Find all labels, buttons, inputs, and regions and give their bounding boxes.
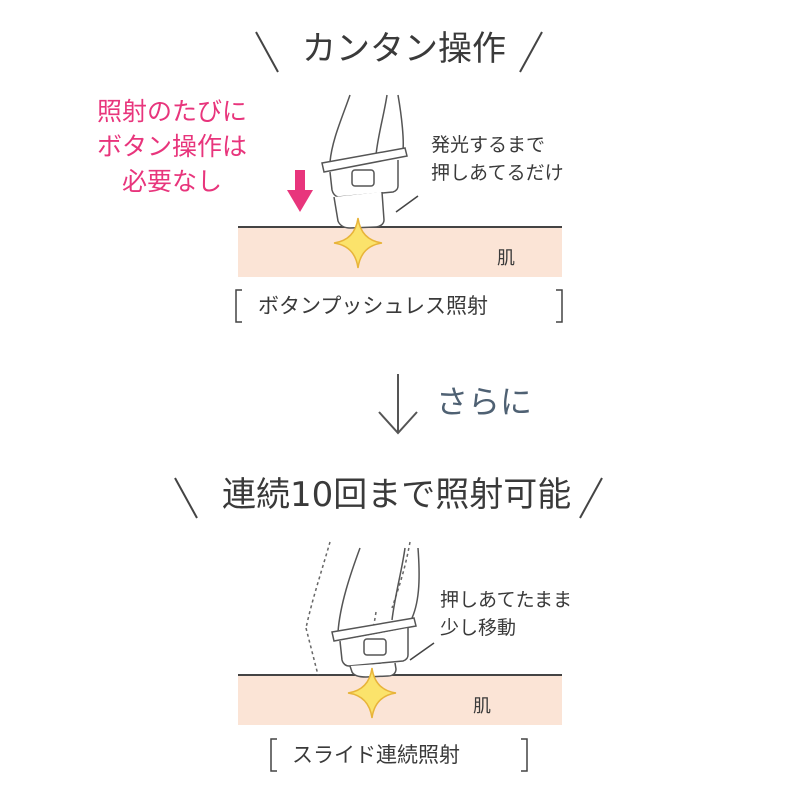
caption-slide: スライド連続照射	[292, 743, 460, 767]
note-line: 発光するまで	[431, 134, 546, 156]
transition-label: さらに	[436, 383, 533, 421]
note-line: 押しあてたまま	[440, 589, 573, 611]
heading2-right-slash	[579, 477, 603, 519]
device-sliding-icon	[331, 547, 435, 678]
heading-continuous-10: 連続10回まで照射可能	[222, 475, 572, 515]
heading-easy-operation: カンタン操作	[302, 29, 506, 69]
press-arrow-icon	[287, 170, 313, 212]
no-button-note-line: ボタン操作は	[96, 132, 247, 161]
skin-label: 肌	[497, 248, 515, 269]
heading2-left-slash	[174, 477, 198, 519]
no-button-note: 照射のたびに ボタン操作は 必要なし	[72, 94, 272, 199]
press-until-flash-note: 発光するまで 押しあてるだけ	[431, 131, 564, 187]
no-button-note-line: 照射のたびに	[96, 97, 247, 126]
down-arrow-icon	[378, 374, 418, 435]
note-line: 押しあてるだけ	[431, 162, 564, 184]
heading-right-slash	[519, 31, 543, 73]
slide-note: 押しあてたまま 少し移動	[440, 586, 572, 642]
caption-buttonless: ボタンプッシュレス照射	[258, 294, 488, 318]
note-line: 少し移動	[440, 617, 517, 639]
heading-left-slash	[255, 31, 279, 73]
flash-spark-2-icon	[347, 667, 397, 719]
skin-block-2	[238, 675, 562, 725]
skin-block-1	[238, 227, 562, 277]
flash-spark-icon	[333, 217, 383, 269]
caption-brackets-2	[270, 738, 528, 772]
skin-label-2: 肌	[473, 696, 491, 717]
no-button-note-line: 必要なし	[121, 167, 222, 196]
device-icon	[321, 94, 419, 229]
caption-brackets-1	[235, 289, 563, 323]
